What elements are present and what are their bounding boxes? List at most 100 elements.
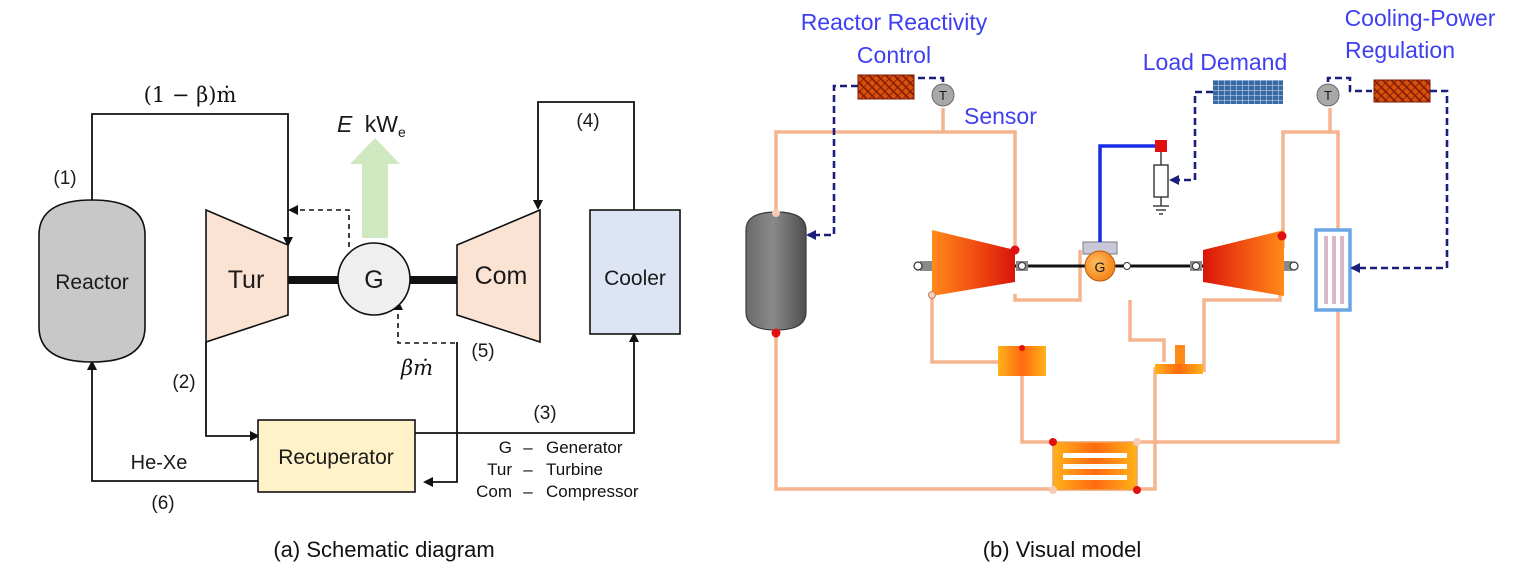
model-turbine bbox=[928, 230, 1020, 299]
legend-dash-g: – bbox=[523, 438, 533, 457]
electrical-wire bbox=[1098, 140, 1169, 242]
pipe-recuperator-down bbox=[1020, 374, 1053, 444]
legend-abbr-tur: Tur bbox=[487, 460, 512, 479]
pipe-recup-to-junction bbox=[1137, 367, 1175, 491]
recuperator: Recuperator bbox=[257, 419, 416, 493]
legend-abbr-g: G bbox=[499, 438, 512, 457]
recup-port-bl bbox=[1049, 486, 1057, 494]
electrical-wire-line bbox=[1098, 144, 1160, 242]
state-3: (3) bbox=[533, 403, 556, 424]
pipe-turbine-outlet-bend bbox=[1013, 250, 1082, 302]
recup-port-br bbox=[1133, 486, 1141, 494]
variable-load bbox=[1153, 164, 1169, 198]
legend-dash-tur: – bbox=[523, 460, 533, 479]
compressor: Com bbox=[456, 208, 541, 344]
pipe-reactor-to-turbine bbox=[774, 130, 1017, 248]
model-compressor bbox=[1203, 230, 1287, 296]
bypass-flow-label: βṁ bbox=[400, 356, 433, 380]
visual-model-panel: G bbox=[745, 5, 1496, 562]
model-generator: G bbox=[1082, 241, 1118, 282]
reactivity-label-line2: Control bbox=[857, 42, 931, 68]
compressor-label: Com bbox=[475, 262, 528, 290]
working-fluid-label: He-Xe bbox=[131, 452, 188, 474]
turbine-label: Tur bbox=[228, 266, 265, 294]
reactor-port-top bbox=[772, 209, 780, 217]
pipe-recuperator-out-top bbox=[1137, 108, 1340, 444]
shaft-right bbox=[410, 276, 458, 284]
recup-port-tl bbox=[1049, 438, 1057, 446]
shaft-left bbox=[288, 276, 338, 284]
model-compressor-body bbox=[1203, 230, 1284, 296]
small-hx-port bbox=[1019, 345, 1025, 351]
recuperator-label: Recuperator bbox=[278, 446, 394, 469]
recuperator-body bbox=[257, 419, 416, 493]
model-generator-body bbox=[1084, 250, 1116, 282]
load-demand-label: Load Demand bbox=[1143, 49, 1288, 75]
reactivity-controller bbox=[857, 74, 915, 100]
shaft-end-left bbox=[913, 261, 923, 271]
compressor-port-in bbox=[1277, 231, 1287, 241]
cooling-label-line2: Regulation bbox=[1345, 37, 1455, 63]
legend-name-tur: Turbine bbox=[546, 460, 603, 479]
flow-line-1 bbox=[91, 113, 293, 247]
load-demand-block bbox=[1213, 80, 1283, 104]
shaft-joint-2 bbox=[1123, 262, 1131, 270]
signal-cooling-to-cooler bbox=[1350, 89, 1449, 273]
bypass-line-bottom bbox=[393, 300, 455, 344]
junction-stem bbox=[1175, 345, 1185, 365]
state-5: (5) bbox=[471, 341, 494, 362]
pipe-cooler-loop bbox=[1281, 130, 1330, 248]
legend-dash-com: – bbox=[523, 482, 533, 501]
sensor-label: Sensor bbox=[964, 103, 1037, 129]
model-generator-label: G bbox=[1095, 259, 1106, 275]
power-label-e: E bbox=[337, 111, 353, 137]
state-2: (2) bbox=[172, 372, 195, 393]
model-reactor-vessel bbox=[745, 211, 807, 331]
legend: G – Generator Tur – Turbine Com – Compre… bbox=[476, 438, 639, 501]
pipe-junction-branch bbox=[1128, 300, 1166, 362]
cooling-label-line1: Cooling-Power bbox=[1345, 5, 1496, 31]
power-label-sub: e bbox=[398, 124, 406, 140]
generator-label: G bbox=[364, 266, 383, 294]
shaft-joint-1 bbox=[1018, 262, 1026, 270]
flow-line-4 bbox=[533, 101, 635, 210]
model-turbine-body bbox=[932, 230, 1015, 296]
recuperator-plate-3 bbox=[1063, 475, 1127, 480]
legend-name-g: Generator bbox=[546, 438, 623, 457]
power-label-kw: kW bbox=[365, 111, 399, 137]
bypass-line-top bbox=[288, 205, 350, 247]
signal-lines bbox=[806, 76, 1449, 273]
recuperator-plate-2 bbox=[1063, 464, 1127, 469]
reactor-vessel bbox=[38, 199, 146, 363]
temp-sensor-left: T bbox=[931, 83, 955, 107]
schematic-flow-lines bbox=[87, 101, 639, 487]
wire-terminal bbox=[1155, 140, 1167, 152]
model-pipes bbox=[774, 108, 1340, 491]
coupling-left bbox=[920, 261, 932, 271]
signal-reactivity-to-reactor bbox=[806, 84, 858, 240]
legend-abbr-com: Com bbox=[476, 482, 512, 501]
reactivity-label-line1: Reactor Reactivity bbox=[801, 9, 988, 35]
compressor-body bbox=[456, 208, 541, 344]
flow-line-3 bbox=[415, 332, 639, 434]
flow-line-2 bbox=[205, 342, 260, 441]
pipe-turbine-to-recuperator bbox=[930, 294, 1002, 364]
shaft-end-right bbox=[1289, 261, 1299, 271]
reactor-label: Reactor bbox=[55, 271, 129, 294]
state-6: (6) bbox=[151, 493, 174, 514]
power-output-arrow bbox=[350, 138, 400, 238]
signal-sensor-to-controller bbox=[916, 76, 945, 82]
bypass-lines bbox=[288, 205, 455, 344]
turbine-port-out bbox=[928, 291, 936, 299]
recup-port-tr bbox=[1133, 438, 1141, 446]
state-4: (4) bbox=[576, 111, 599, 132]
shaft-joint-3 bbox=[1192, 262, 1200, 270]
junction-bar bbox=[1155, 364, 1203, 374]
caption-b: (b) Visual model bbox=[983, 537, 1142, 562]
state-1: (1) bbox=[53, 168, 76, 189]
caption-a: (a) Schematic diagram bbox=[273, 537, 494, 562]
pipe-compressor-to-recup bbox=[1202, 295, 1282, 372]
cooler-label: Cooler bbox=[604, 267, 666, 290]
flow-line-6 bbox=[87, 360, 258, 482]
pipe-return-to-reactor bbox=[774, 332, 1053, 491]
